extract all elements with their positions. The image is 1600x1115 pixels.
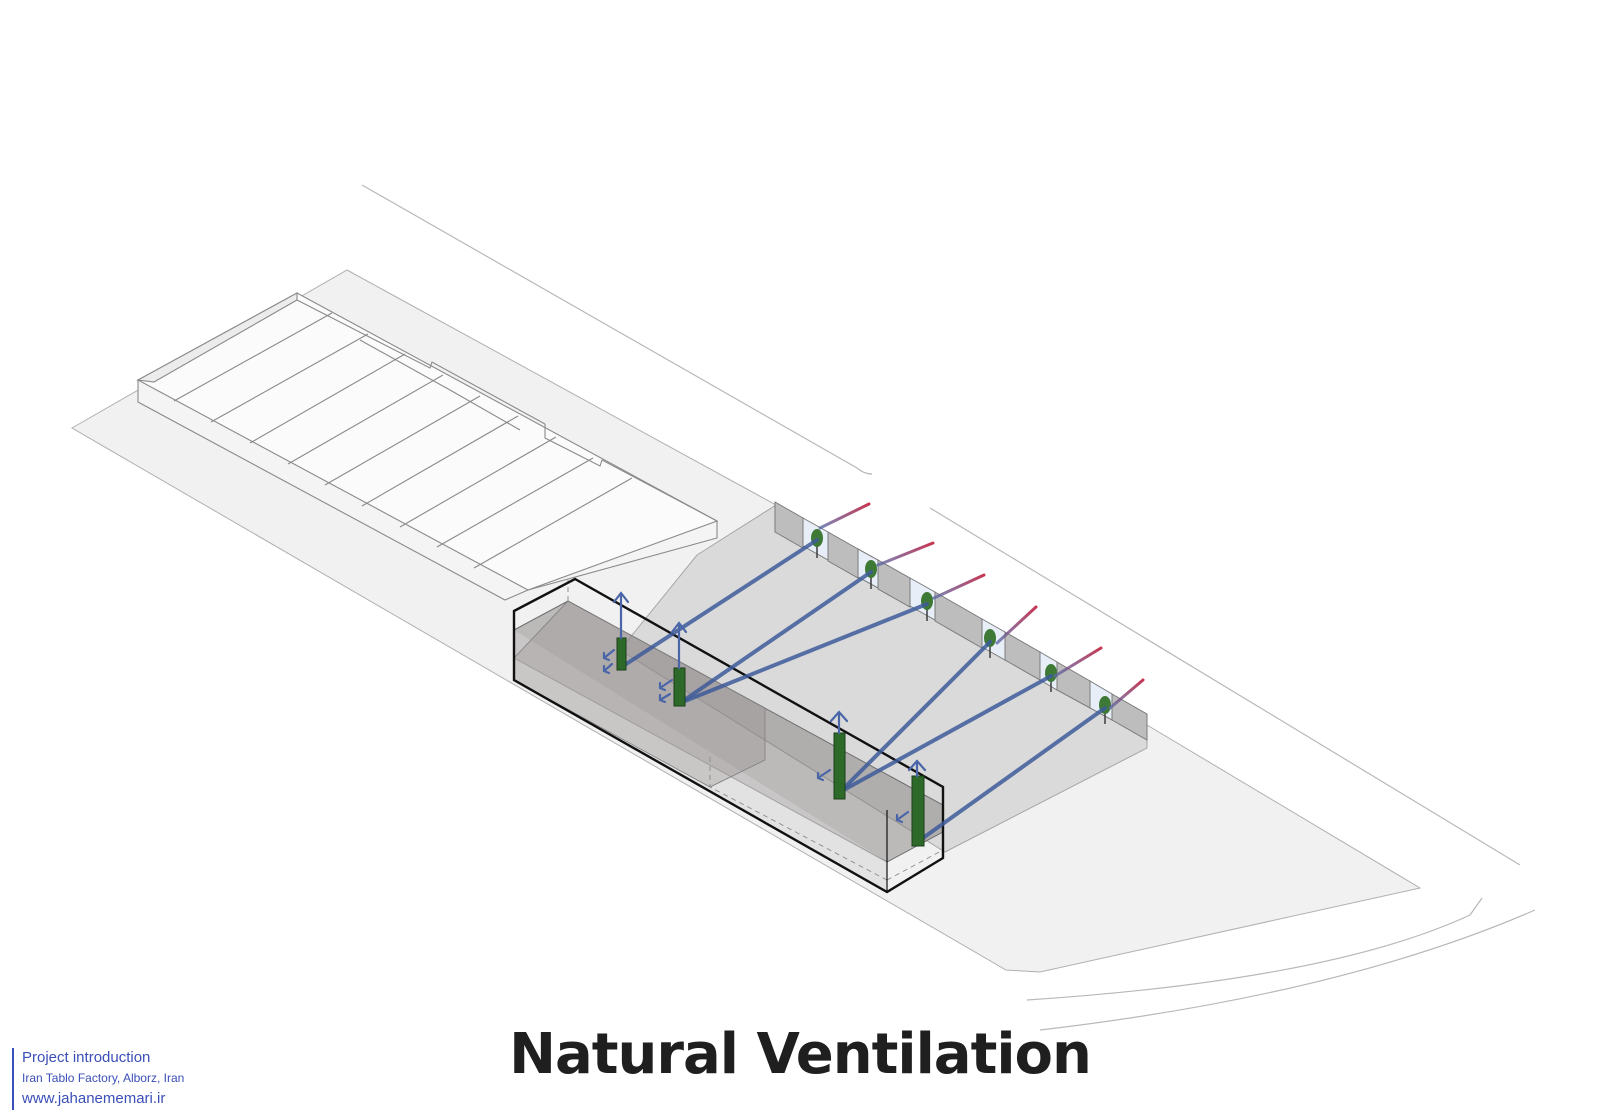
diagram-title: Natural Ventilation bbox=[509, 1022, 1092, 1087]
ventilation-column bbox=[833, 732, 846, 800]
ventilation-column bbox=[911, 775, 925, 847]
exhaust-arrows bbox=[602, 591, 927, 824]
credit-project-introduction: Project introduction bbox=[22, 1049, 151, 1066]
building-dashed-edges bbox=[567, 580, 944, 881]
airflow-paths bbox=[618, 538, 1107, 845]
ventilation-column bbox=[673, 667, 686, 707]
project-credit: Project introduction Iran Tablo Factory,… bbox=[12, 1048, 184, 1110]
trees bbox=[811, 529, 1111, 724]
ventilation-column bbox=[616, 637, 627, 671]
site-context-lines bbox=[361, 184, 1536, 1031]
wind-inlets bbox=[818, 502, 1145, 710]
credit-website: www.jahanememari.ir bbox=[22, 1090, 166, 1107]
building-outline bbox=[512, 577, 945, 894]
existing-factory-building bbox=[136, 292, 719, 601]
building-side-face bbox=[514, 630, 887, 893]
credit-project-location: Iran Tablo Factory, Alborz, Iran bbox=[22, 1071, 185, 1085]
